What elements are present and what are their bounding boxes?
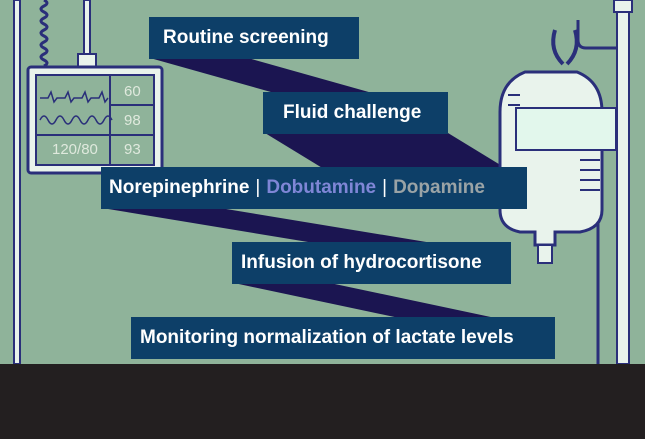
cable-coil-icon: [39, 0, 49, 72]
drug-norepinephrine: Norepinephrine: [109, 177, 250, 198]
drug-dobutamine: Dobutamine: [266, 177, 377, 198]
monitor-spo2: 98: [124, 112, 141, 129]
footer-bar: [0, 364, 645, 439]
step-lactate-monitoring: Monitoring normalization of lactate leve…: [131, 317, 555, 359]
scene: 60 98 120/80 93 Routine screening Fluid …: [0, 0, 645, 364]
drug-dopamine: Dopamine: [393, 177, 485, 198]
pleth-wave-icon: [39, 115, 113, 125]
monitor-bp: 120/80: [52, 141, 98, 158]
left-pole: [13, 0, 21, 364]
separator: |: [255, 177, 261, 198]
step-fluid-challenge: Fluid challenge: [263, 92, 448, 134]
iv-pole: [616, 11, 630, 364]
ekg-wave-icon: [40, 89, 109, 104]
step-vasopressors: Norepinephrine|Dobutamine|Dopamine: [101, 167, 527, 209]
monitor-hanger: [83, 0, 91, 57]
step-routine-screening: Routine screening: [149, 17, 359, 59]
step-hydrocortisone: Infusion of hydrocortisone: [232, 242, 511, 284]
separator: |: [382, 177, 388, 198]
monitor-hr: 60: [124, 83, 141, 100]
monitor-rr: 93: [124, 141, 141, 158]
